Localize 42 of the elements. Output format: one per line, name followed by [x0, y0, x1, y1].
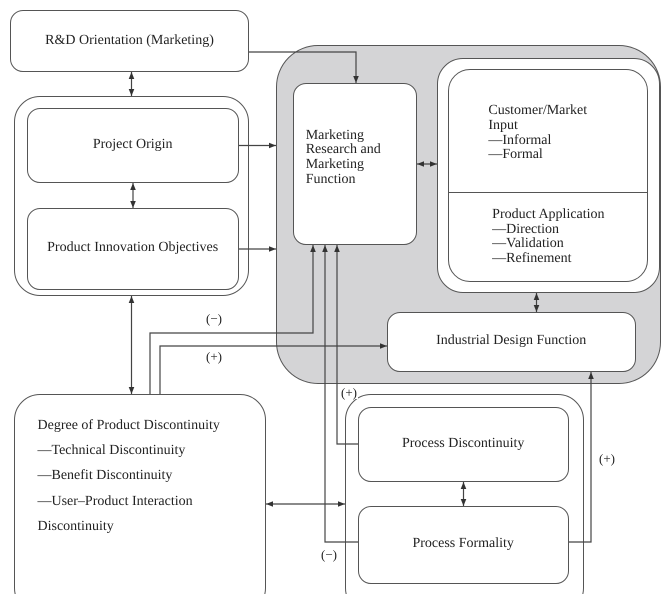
connector-arrow — [334, 245, 358, 445]
connector-arrow — [417, 161, 437, 167]
connector-arrow — [128, 72, 134, 96]
process-box — [26, 108, 239, 183]
group-box — [14, 96, 249, 296]
connector-arrow — [460, 482, 466, 506]
connector-arrow — [239, 246, 276, 252]
process-box — [358, 406, 569, 482]
process-box — [26, 208, 239, 290]
process-box — [292, 82, 417, 245]
process-box — [386, 312, 636, 372]
connector-arrow — [534, 293, 540, 312]
split-box — [448, 69, 648, 282]
connector-arrow — [239, 142, 276, 148]
list-box — [14, 394, 266, 594]
list-text: Customer/Market Input —Informal —Formal — [488, 104, 588, 164]
process-box — [10, 10, 249, 72]
box-label: Process Formality — [412, 537, 514, 552]
edge-label: (−) — [320, 548, 338, 561]
box-label: R&D Orientation (Marketing) — [45, 34, 214, 48]
edge-label: (+) — [205, 350, 223, 363]
box-label: Product Innovation Objectives — [47, 241, 218, 256]
connector-arrow — [130, 183, 136, 208]
list-text: Product Application —Direction —Validation —Refinement — [492, 208, 605, 267]
connector-arrow — [569, 372, 594, 543]
connector-arrow — [128, 296, 134, 394]
connector-arrow — [322, 245, 358, 543]
shaded-region — [276, 45, 661, 384]
group-box — [436, 58, 660, 293]
box-label: Process Discontinuity — [402, 436, 524, 452]
box-label: Industrial Design Function — [436, 334, 586, 350]
box-label: Project Origin — [92, 138, 173, 153]
edge-label: (+) — [340, 386, 358, 399]
process-box — [358, 506, 569, 584]
edge-label: (−) — [205, 312, 223, 325]
connector-arrow — [159, 343, 387, 394]
connector-arrow — [149, 245, 316, 394]
connector-arrow — [249, 51, 359, 83]
list-text: Degree of Product Discontinuity —Technical Discontinuity —Benefit Discontinuity —User–Product Interaction Discontinuity — [38, 417, 221, 536]
connector-arrow — [266, 501, 345, 507]
edge-label: (+) — [598, 452, 616, 465]
box-label: Marketing Research and Marketing Function — [306, 128, 382, 188]
